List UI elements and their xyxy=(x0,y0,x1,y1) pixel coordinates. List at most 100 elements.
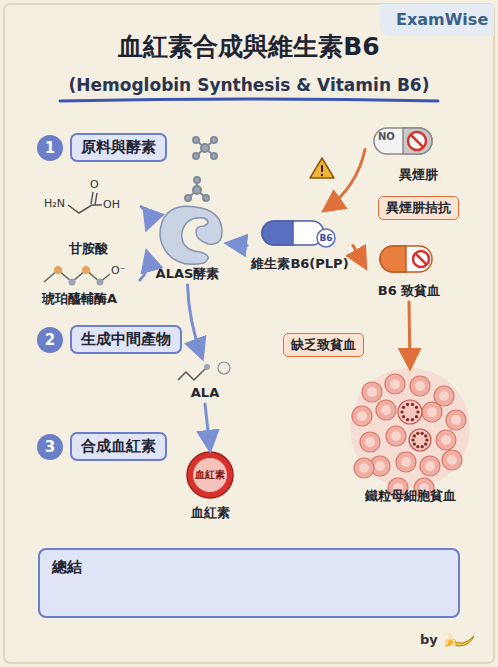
sideroblastic-cells xyxy=(350,368,470,488)
succinyl-coa-structure xyxy=(44,266,110,286)
red-cell xyxy=(446,410,466,430)
red-cell xyxy=(391,431,401,441)
iron-granule xyxy=(415,415,418,418)
caption: B6 致貧血 xyxy=(368,282,450,299)
red-cell xyxy=(367,387,377,397)
anemia-node: 鐵粒母細胞貧血 xyxy=(340,370,480,504)
ala-molecule xyxy=(218,362,230,374)
caption: ALAS酵素 xyxy=(150,265,225,282)
red-cell xyxy=(441,435,451,445)
step-label-text: 合成血紅素 xyxy=(81,437,156,455)
ala-molecule xyxy=(202,369,205,372)
hemoglobin-node: 血紅素血紅素 xyxy=(187,452,233,498)
brand-label: ExamWise xyxy=(396,10,488,29)
molecule-node: 甘胺酸 xyxy=(38,185,138,257)
red-cell xyxy=(447,455,457,465)
drug-node: NO異煙肼 xyxy=(368,122,468,183)
b6-deficiency-pill xyxy=(380,246,432,272)
atom-label: OH xyxy=(103,198,120,211)
red-cell xyxy=(396,452,416,472)
iron-granule xyxy=(413,434,416,437)
red-cell xyxy=(352,406,372,426)
iron-granule xyxy=(416,410,419,413)
iron-granule xyxy=(411,403,414,406)
edge-label: 異煙肼拮抗 xyxy=(378,196,459,220)
b6-deficiency-pill xyxy=(416,254,426,264)
flow-arrow xyxy=(409,302,410,367)
iron-granule xyxy=(411,418,414,421)
pill-text: B6 xyxy=(317,229,335,247)
red-cell xyxy=(427,407,437,417)
atom-icon xyxy=(193,186,201,194)
red-cell xyxy=(354,458,374,478)
red-cell xyxy=(381,405,391,415)
red-cell xyxy=(442,450,462,470)
glycine-structure xyxy=(68,205,102,213)
summary-box: 總結 xyxy=(38,548,460,618)
succinyl-coa-structure xyxy=(54,266,62,274)
title-underline xyxy=(60,99,438,101)
isoniazid-pill xyxy=(374,128,432,154)
atom-icon xyxy=(185,195,191,201)
brand-tab xyxy=(380,4,494,36)
atom-icon xyxy=(193,137,199,143)
succinyl-coa-structure xyxy=(82,266,90,274)
step-label: 合成血紅素 xyxy=(70,432,167,461)
red-cell xyxy=(422,402,442,422)
iron-granule xyxy=(400,410,403,413)
iron-granule xyxy=(421,445,424,448)
sideroblast xyxy=(409,429,431,451)
red-cell xyxy=(365,437,375,447)
cell-text: 血紅素 xyxy=(187,452,233,498)
flow-arrow xyxy=(140,253,148,280)
atom-icon xyxy=(203,195,209,201)
red-cell xyxy=(436,430,456,450)
summary-heading: 總結 xyxy=(52,558,446,577)
atom-icon xyxy=(194,177,200,183)
edge-label: 缺乏致貧血 xyxy=(283,333,364,357)
flow-arrow xyxy=(353,245,365,266)
caption: 異煙肼 xyxy=(368,166,468,183)
red-cell xyxy=(385,374,405,394)
red-cell xyxy=(415,381,425,391)
step-number: 2 xyxy=(37,327,63,353)
vitamin-b6-pill xyxy=(317,229,335,247)
red-cell xyxy=(390,379,400,389)
caption: 甘胺酸 xyxy=(38,240,138,257)
atom-icon xyxy=(211,153,217,159)
flow-arrow xyxy=(141,207,148,229)
red-cell xyxy=(376,400,396,420)
sideroblastic-cells xyxy=(350,368,470,498)
title: 血紅素合成與維生素B6 xyxy=(0,30,498,63)
vitamin-b6-pill xyxy=(262,221,293,245)
sideroblast xyxy=(398,400,422,424)
red-cell xyxy=(357,411,367,421)
iron-granule xyxy=(421,432,424,435)
atom-label: O xyxy=(90,178,99,191)
caption: 維生素B6(PLP) xyxy=(250,255,350,272)
alas-enzyme xyxy=(160,206,222,264)
iron-granule xyxy=(406,403,409,406)
step-label-text: 原料與酵素 xyxy=(81,138,156,156)
glycine-structure xyxy=(68,192,102,213)
step-number-text: 1 xyxy=(45,139,55,157)
molecule-node: 琥珀醯輔酶A xyxy=(22,258,137,307)
iron-granule xyxy=(416,432,419,435)
isoniazid-pill xyxy=(411,135,423,147)
iron-granule xyxy=(406,418,409,421)
caption: 琥珀醯輔酶A xyxy=(22,290,137,307)
step-number: 3 xyxy=(37,434,63,460)
step-label-text: 生成中間產物 xyxy=(81,330,171,348)
caption: ALA xyxy=(174,384,236,401)
vitamin-node: B6 維生素B6(PLP) xyxy=(250,213,350,272)
isoniazid-pill xyxy=(408,132,426,150)
step-label: 原料與酵素 xyxy=(70,133,167,162)
iron-granule xyxy=(424,434,427,437)
red-cell xyxy=(386,426,406,446)
step-number-text: 2 xyxy=(45,331,55,349)
flow-arrow xyxy=(188,285,202,357)
atom-icon xyxy=(201,144,209,152)
iron-granule xyxy=(413,443,416,446)
ala-molecule xyxy=(178,372,202,380)
